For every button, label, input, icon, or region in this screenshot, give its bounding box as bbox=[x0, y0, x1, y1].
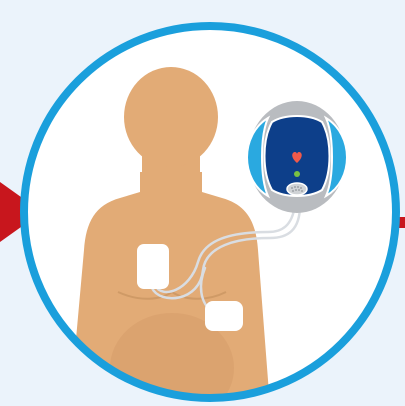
status-light bbox=[294, 171, 300, 177]
head bbox=[124, 67, 218, 167]
lower-electrode-pad bbox=[205, 301, 243, 331]
speaker-grille-icon bbox=[287, 183, 307, 195]
upper-electrode-pad bbox=[137, 244, 169, 289]
